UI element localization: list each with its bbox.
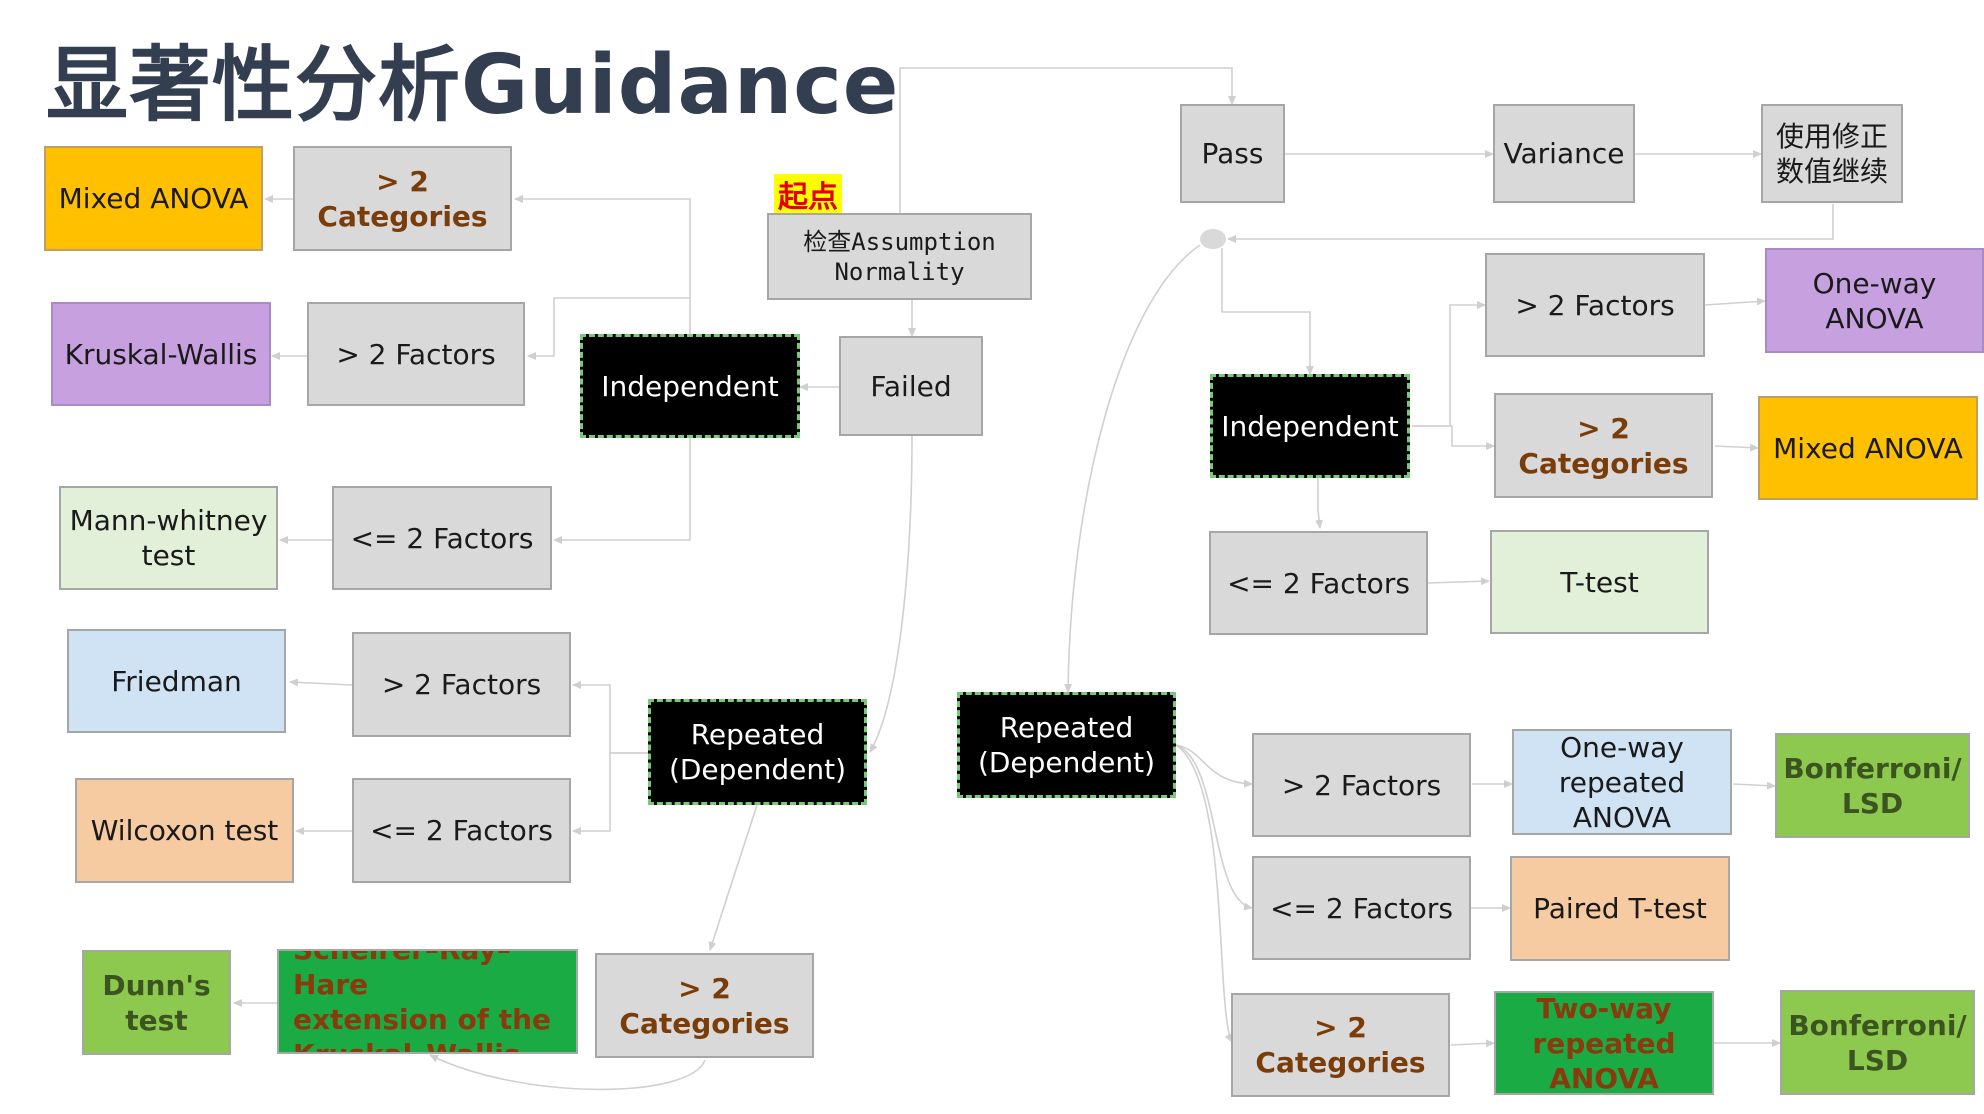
left-scheirer-ray-hare-node: Scheirer–Ray–Hare extension of the Krusk…	[277, 949, 578, 1054]
edge-lrep-gt2cat	[708, 804, 758, 951]
start-label: 起点	[774, 174, 842, 215]
right-gt2-factors-repeated-node: > 2 Factors	[1252, 733, 1471, 837]
left-gt2-factors-independent-node: > 2 Factors	[307, 302, 525, 406]
right-paired-t-test-node: Paired T-test	[1510, 856, 1730, 961]
pass-node: Pass	[1180, 104, 1285, 203]
right-t-test-node: T-test	[1490, 530, 1709, 634]
right-gt2-categories-independent-node: > 2 Categories	[1494, 393, 1713, 498]
edge-junction-rrep	[1064, 244, 1201, 693]
edge-onewayrep-bonf	[1732, 781, 1776, 790]
right-gt2-categories-repeated-node: > 2 Categories	[1231, 993, 1450, 1097]
edge-rindep-le2f	[1315, 478, 1324, 529]
edge-rrep-gt2f	[1175, 744, 1253, 788]
left-dunns-test-node: Dunn's test	[82, 950, 231, 1055]
left-wilcoxon-node: Wilcoxon test	[75, 778, 294, 883]
right-repeated-node: Repeated (Dependent)	[957, 692, 1176, 798]
edge-gt2f-friedman	[289, 678, 353, 687]
right-one-way-anova-node: One-way ANOVA	[1765, 248, 1984, 353]
right-independent-node: Independent	[1210, 374, 1410, 478]
left-kruskal-wallis-node: Kruskal-Wallis	[51, 302, 271, 406]
right-le2-factors-independent-node: <= 2 Factors	[1209, 531, 1428, 635]
right-gt2-factors-independent-node: > 2 Factors	[1485, 253, 1705, 357]
left-friedman-node: Friedman	[67, 629, 286, 733]
edge-failed-lrep	[869, 435, 913, 753]
edge-lindep-gt2f	[527, 297, 690, 360]
left-le2-factors-repeated-node: <= 2 Factors	[352, 778, 571, 883]
edge-le2f-ttest	[1427, 577, 1490, 586]
edge-check-pass	[899, 67, 1236, 213]
right-mixed-anova-node: Mixed ANOVA	[1758, 396, 1978, 500]
left-le2-factors-independent-node: <= 2 Factors	[332, 486, 552, 590]
right-bonferroni-lsd-2-node: Bonferroni/ LSD	[1780, 990, 1975, 1095]
edge-rindep-gt2f	[1412, 301, 1486, 427]
continue-node: 使用修正 数值继续	[1761, 104, 1903, 203]
right-le2-factors-repeated-node: <= 2 Factors	[1252, 856, 1471, 960]
edge-lrep-gt2f	[572, 681, 648, 754]
variance-node: Variance	[1493, 104, 1635, 203]
left-gt2-categories-bottom-node: > 2 Categories	[595, 953, 814, 1058]
left-gt2-factors-repeated-node: > 2 Factors	[352, 632, 571, 737]
failed-node: Failed	[839, 336, 983, 436]
edge-gt2f-oneway	[1704, 297, 1766, 306]
edge-gt2cat-mixedR	[1714, 443, 1759, 452]
left-repeated-node: Repeated (Dependent)	[648, 699, 867, 805]
right-bonferroni-lsd-1-node: Bonferroni/ LSD	[1775, 733, 1970, 838]
edge-continue-junction	[1227, 204, 1834, 243]
right-one-way-repeated-anova-node: One-way repeated ANOVA	[1512, 729, 1732, 835]
edge-lindep-gt2cat	[514, 195, 691, 334]
left-gt2-categories-top-node: > 2 Categories	[293, 146, 512, 251]
edge-rrep-le2f	[1175, 744, 1253, 911]
edge-gt2cat-twoway	[1450, 1039, 1495, 1048]
edge-rrep-gt2cat	[1175, 744, 1233, 1043]
left-independent-node: Independent	[580, 334, 800, 438]
right-two-way-repeated-anova-node: Two-way repeated ANOVA	[1494, 991, 1714, 1095]
page-title: 显著性分析Guidance	[46, 38, 900, 133]
edge-rindep-gt2cat	[1412, 425, 1495, 450]
left-mann-whitney-node: Mann-whitney test	[59, 486, 278, 590]
left-mixed-anova-node: Mixed ANOVA	[44, 146, 263, 251]
edge-lindep-le2f	[553, 438, 691, 544]
junction-dot	[1200, 229, 1226, 249]
check-normality-node: 检查Assumption Normality	[767, 213, 1032, 300]
edge-lrep-le2f	[572, 752, 648, 835]
edge-gt2cat-scheirer	[429, 1054, 706, 1091]
edge-junction-rindep	[1221, 248, 1314, 375]
